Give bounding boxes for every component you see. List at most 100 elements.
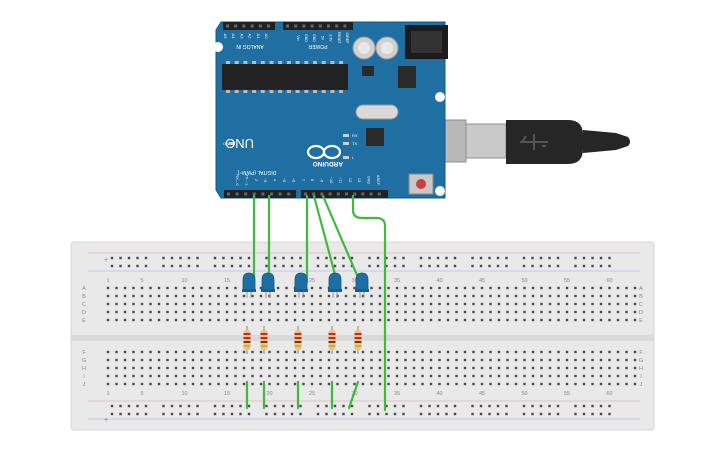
rail-hole[interactable]: [531, 404, 534, 408]
breadboard-hole[interactable]: [480, 294, 484, 298]
rail-hole[interactable]: [453, 264, 457, 268]
breadboard-hole[interactable]: [310, 286, 314, 290]
breadboard-hole[interactable]: [140, 350, 144, 354]
rail-hole[interactable]: [170, 412, 174, 416]
header-pin[interactable]: [242, 24, 246, 28]
breadboard-hole[interactable]: [276, 294, 280, 298]
breadboard-hole[interactable]: [115, 318, 118, 322]
breadboard-hole[interactable]: [429, 310, 433, 314]
breadboard-hole[interactable]: [242, 350, 246, 354]
breadboard-hole[interactable]: [557, 382, 560, 386]
resistor-5[interactable]: [354, 326, 362, 354]
breadboard-hole[interactable]: [225, 374, 229, 378]
rail-hole[interactable]: [574, 404, 577, 408]
led-5[interactable]: [355, 272, 369, 298]
rail-hole[interactable]: [599, 264, 603, 268]
header-pin[interactable]: [302, 24, 306, 28]
breadboard-hole[interactable]: [225, 318, 229, 322]
breadboard-hole[interactable]: [225, 302, 229, 306]
rail-hole[interactable]: [522, 404, 526, 408]
breadboard-hole[interactable]: [361, 310, 365, 314]
breadboard-hole[interactable]: [106, 350, 110, 354]
rail-hole[interactable]: [333, 264, 337, 268]
breadboard-hole[interactable]: [310, 374, 314, 378]
breadboard-hole[interactable]: [591, 366, 594, 370]
rail-hole[interactable]: [385, 264, 388, 268]
breadboard-hole[interactable]: [234, 350, 237, 354]
breadboard-hole[interactable]: [344, 310, 348, 314]
rail-hole[interactable]: [179, 412, 182, 416]
rail-hole[interactable]: [110, 256, 114, 260]
breadboard-hole[interactable]: [353, 294, 356, 298]
wire-pin11[interactable]: [312, 194, 339, 284]
breadboard-hole[interactable]: [140, 374, 144, 378]
breadboard-hole[interactable]: [497, 358, 501, 362]
breadboard-hole[interactable]: [140, 366, 144, 370]
rail-hole[interactable]: [196, 264, 199, 268]
breadboard-hole[interactable]: [285, 294, 288, 298]
breadboard-hole[interactable]: [514, 374, 518, 378]
breadboard-hole[interactable]: [191, 310, 195, 314]
breadboard-hole[interactable]: [225, 286, 229, 290]
breadboard-hole[interactable]: [506, 366, 509, 370]
breadboard-hole[interactable]: [540, 318, 543, 322]
rail-hole[interactable]: [127, 404, 131, 408]
breadboard-hole[interactable]: [446, 366, 450, 370]
breadboard-hole[interactable]: [183, 382, 186, 386]
breadboard-hole[interactable]: [115, 302, 118, 306]
header-pin[interactable]: [267, 24, 270, 28]
rail-hole[interactable]: [247, 412, 251, 416]
breadboard-hole[interactable]: [404, 318, 407, 322]
breadboard-hole[interactable]: [574, 366, 577, 370]
breadboard-hole[interactable]: [140, 302, 144, 306]
rail-hole[interactable]: [505, 404, 508, 408]
breadboard-hole[interactable]: [106, 302, 110, 306]
breadboard-hole[interactable]: [225, 294, 229, 298]
breadboard-hole[interactable]: [548, 302, 552, 306]
breadboard-hole[interactable]: [531, 318, 535, 322]
breadboard-hole[interactable]: [370, 358, 373, 362]
rail-hole[interactable]: [222, 404, 225, 408]
breadboard-hole[interactable]: [574, 382, 577, 386]
breadboard-hole[interactable]: [259, 350, 263, 354]
rail-hole[interactable]: [453, 412, 457, 416]
breadboard-hole[interactable]: [506, 302, 509, 306]
rail-hole[interactable]: [368, 256, 371, 260]
rail-hole[interactable]: [368, 404, 371, 408]
breadboard-hole[interactable]: [200, 382, 203, 386]
breadboard-hole[interactable]: [616, 286, 620, 290]
breadboard-hole[interactable]: [463, 294, 467, 298]
breadboard-hole[interactable]: [531, 302, 535, 306]
rail-hole[interactable]: [110, 412, 114, 416]
header-pin[interactable]: [234, 24, 238, 28]
rail-hole[interactable]: [290, 264, 294, 268]
breadboard-hole[interactable]: [242, 374, 246, 378]
breadboard-hole[interactable]: [608, 358, 611, 362]
breadboard-hole[interactable]: [633, 374, 637, 378]
breadboard-hole[interactable]: [217, 302, 220, 306]
rail-hole[interactable]: [265, 264, 268, 268]
rail-hole[interactable]: [505, 256, 508, 260]
breadboard-hole[interactable]: [565, 294, 569, 298]
breadboard-hole[interactable]: [285, 366, 288, 370]
breadboard-hole[interactable]: [370, 302, 373, 306]
breadboard-hole[interactable]: [123, 310, 127, 314]
rail-hole[interactable]: [393, 264, 397, 268]
breadboard-hole[interactable]: [480, 382, 484, 386]
rail-hole[interactable]: [170, 256, 174, 260]
breadboard-hole[interactable]: [506, 286, 509, 290]
breadboard-hole[interactable]: [412, 358, 416, 362]
breadboard-hole[interactable]: [574, 350, 577, 354]
breadboard-hole[interactable]: [132, 286, 135, 290]
breadboard-hole[interactable]: [489, 294, 492, 298]
header-pin[interactable]: [312, 192, 316, 196]
breadboard-hole[interactable]: [174, 366, 178, 370]
breadboard-hole[interactable]: [591, 286, 594, 290]
breadboard-hole[interactable]: [412, 374, 416, 378]
breadboard-hole[interactable]: [123, 302, 127, 306]
rail-hole[interactable]: [582, 264, 586, 268]
breadboard-hole[interactable]: [506, 294, 509, 298]
rail-hole[interactable]: [582, 404, 586, 408]
breadboard-hole[interactable]: [608, 366, 611, 370]
rail-hole[interactable]: [282, 256, 285, 260]
